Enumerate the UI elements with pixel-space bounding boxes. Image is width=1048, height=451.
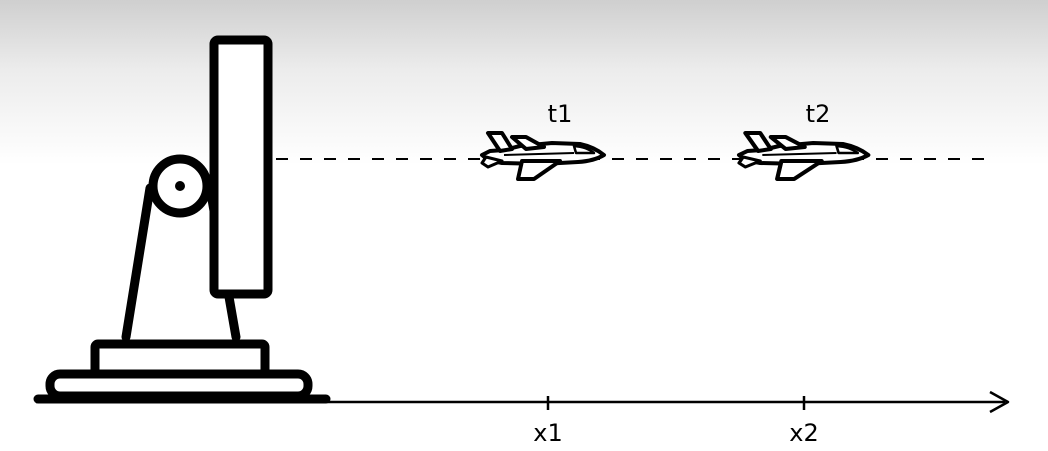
airplane-icon <box>739 133 868 179</box>
radar-sensor-icon <box>33 35 331 404</box>
airplane-icon <box>480 131 606 181</box>
x2-label: x2 <box>789 419 818 447</box>
x1-label: x1 <box>533 419 562 447</box>
airplane-1 <box>480 131 606 181</box>
airplane-2 <box>739 133 868 179</box>
t2-label: t2 <box>806 100 831 128</box>
t1-label: t1 <box>548 100 573 128</box>
